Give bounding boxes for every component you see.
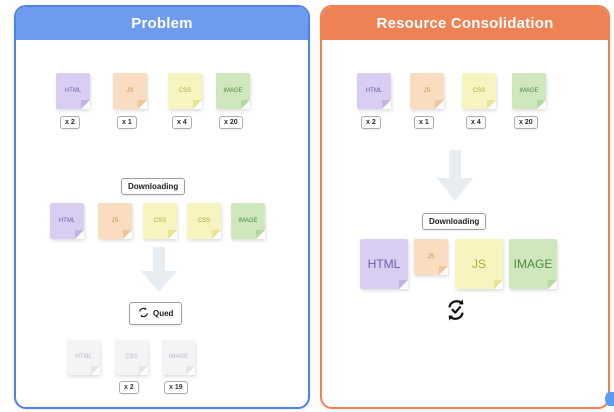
page-fold-icon [193,100,202,109]
panel-resource-consolidation-title: Resource Consolidation [322,7,608,40]
card-label: CSS [472,87,486,94]
page-fold-icon [537,100,546,109]
card-label: IMAGE [513,256,553,271]
card-label: JS [126,87,134,94]
card-html-queued[interactable]: HTML [67,340,100,375]
badge-image-initial-right: x 20 [514,116,538,129]
badge-js-initial: x 1 [117,116,137,129]
page-fold-icon [138,100,147,109]
card-html-initial-right[interactable]: HTML [357,73,391,109]
card-label: HTML [367,256,401,271]
panel-resource-consolidation-body: HTML x 2 JS x 1 CSS x 4 IMAGE x 20 [322,40,608,407]
badge-image-queued: x 19 [164,381,188,394]
panel-resource-consolidation: Resource Consolidation HTML x 2 JS x 1 C… [320,5,610,409]
page-fold-icon [168,230,177,239]
down-arrow-icon [435,150,475,202]
card-label: JS [471,256,486,271]
card-css-downloading-1[interactable]: CSS [143,203,177,239]
chip-label: Downloading [429,217,480,226]
card-js-consolidated-small[interactable]: JS [414,239,448,275]
card-js-downloading[interactable]: JS [98,203,132,239]
page-fold-icon [212,230,221,239]
sync-check-icon [444,298,468,322]
badge-js-initial-right: x 1 [414,116,434,129]
page-fold-icon [256,230,265,239]
card-label: HTML [75,354,92,361]
card-label: CSS [178,87,192,94]
card-html-initial[interactable]: HTML [56,73,90,109]
card-css-initial[interactable]: CSS [168,73,202,109]
card-image-downloading[interactable]: IMAGE [231,203,265,239]
badge-html-initial-right: x 2 [361,116,381,129]
card-label: JS [427,253,435,260]
card-image-queued[interactable]: IMAGE [162,340,195,375]
page-fold-icon [494,280,503,289]
page-fold-icon [123,230,132,239]
page-fold-icon [91,366,100,375]
card-image-initial[interactable]: IMAGE [216,73,250,109]
chip-label: Qued [153,309,174,318]
page-fold-icon [399,280,408,289]
panel-problem-body: HTML x 2 JS x 1 CSS x 4 IMAGE x 20 Downl… [16,40,308,407]
page-fold-icon [75,230,84,239]
chip-downloading-right: Downloading [422,213,487,230]
badge-css-queued: x 2 [119,381,139,394]
page-fold-icon [382,100,391,109]
panel-problem-title: Problem [16,7,308,40]
card-label: IMAGE [238,217,258,224]
card-label: HTML [58,217,76,224]
card-label: JS [423,87,431,94]
card-js-initial-right[interactable]: JS [410,73,444,109]
card-image-initial-right[interactable]: IMAGE [512,73,546,109]
card-label: IMAGE [168,354,189,361]
page-fold-icon [139,366,148,375]
sync-icon [138,307,149,320]
card-label: IMAGE [519,87,539,94]
card-html-downloading[interactable]: HTML [50,203,84,239]
badge-css-initial: x 4 [172,116,192,129]
down-arrow-icon [139,247,179,293]
chip-queued: Qued [129,302,183,325]
page-fold-icon [81,100,90,109]
card-label: CSS [153,217,167,224]
card-html-consolidated[interactable]: HTML [360,239,408,289]
page-fold-icon [241,100,250,109]
card-label: HTML [365,87,383,94]
card-js-initial[interactable]: JS [113,73,147,109]
chip-label: Downloading [128,182,179,191]
card-css-queued[interactable]: CSS [115,340,148,375]
card-label: JS [111,217,119,224]
badge-html-initial: x 2 [60,116,80,129]
card-label: HTML [64,87,82,94]
badge-css-initial-right: x 4 [466,116,486,129]
card-css-downloading-2[interactable]: CSS [187,203,221,239]
page-fold-icon [487,100,496,109]
card-label: CSS [125,354,138,361]
panel-problem: Problem HTML x 2 JS x 1 CSS x 4 IMAGE [14,5,310,409]
card-image-consolidated[interactable]: IMAGE [509,239,557,289]
page-fold-icon [439,266,448,275]
badge-image-initial: x 20 [219,116,243,129]
chip-downloading: Downloading [121,178,186,195]
card-js-consolidated-large[interactable]: JS [455,239,503,289]
page-fold-icon [435,100,444,109]
card-label: CSS [197,217,211,224]
card-css-initial-right[interactable]: CSS [462,73,496,109]
page-fold-icon [548,280,557,289]
edge-handle[interactable] [605,392,614,406]
page-fold-icon [186,366,195,375]
card-label: IMAGE [223,87,243,94]
